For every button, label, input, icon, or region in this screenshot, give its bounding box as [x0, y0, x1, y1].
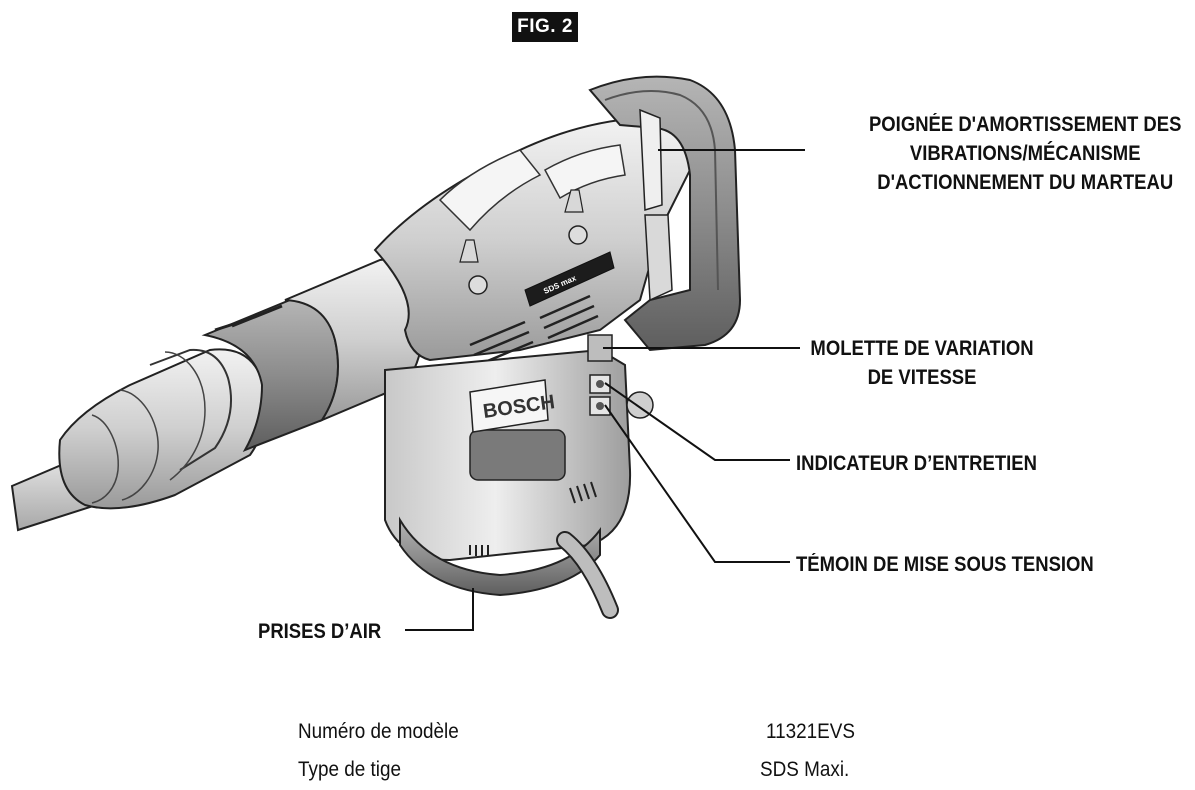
- side-vent-slots: [469, 294, 599, 367]
- brand-plate: [469, 379, 549, 433]
- leader-service: [604, 382, 790, 461]
- callout-leader-lines: [405, 149, 805, 631]
- callout-speed-control-dial: MOLETTE DE VARIATION DE VITESSE: [790, 334, 1054, 392]
- rear-vent-slots: [569, 481, 597, 504]
- vibration-damping-handle: [588, 75, 742, 352]
- figure-label: FIG. 2: [512, 12, 578, 42]
- spec-value-shank-type: SDS Maxi.: [760, 758, 850, 781]
- callout-air-vents: PRISES D’AIR: [258, 617, 381, 646]
- callout-line: D'ACTIONNEMENT DU MARTEAU: [877, 171, 1174, 194]
- tool-holder-chuck: [58, 348, 268, 510]
- bottom-cap: [399, 516, 601, 597]
- cover-screw: [568, 225, 588, 245]
- grip-pad: [469, 429, 566, 481]
- callout-line: MOLETTE DE VARIATION: [810, 337, 1034, 360]
- callout-line: VIBRATIONS/MÉCANISME: [909, 142, 1141, 165]
- spec-label-model-number: Numéro de modèle: [298, 720, 459, 743]
- gear-housing: SDS max: [373, 119, 702, 367]
- power-cord: [556, 531, 619, 619]
- motor-housing: BOSCH: [384, 348, 632, 597]
- callout-line: DE VITESSE: [867, 366, 977, 389]
- leader-power: [604, 404, 790, 563]
- callout-service-indicator: INDICATEUR D’ENTRETIEN: [796, 449, 1037, 478]
- callout-line: TÉMOIN DE MISE SOUS TENSION: [796, 553, 1094, 576]
- callout-line: PRISES D’AIR: [258, 620, 382, 643]
- spec-value-model-number: 11321EVS: [766, 720, 855, 743]
- callout-line: INDICATEUR D’ENTRETIEN: [796, 452, 1037, 475]
- callout-vibration-damping-handle: POIGNÉE D'AMORTISSEMENT DES VIBRATIONS/M…: [840, 110, 1195, 197]
- callout-line: POIGNÉE D'AMORTISSEMENT DES: [868, 113, 1182, 136]
- spec-label-shank-type: Type de tige: [298, 758, 401, 781]
- cover-screw: [468, 275, 488, 295]
- callout-power-indicator: TÉMOIN DE MISE SOUS TENSION: [796, 550, 1094, 579]
- air-vent-slots: [469, 545, 489, 556]
- leader-vents: [405, 588, 474, 631]
